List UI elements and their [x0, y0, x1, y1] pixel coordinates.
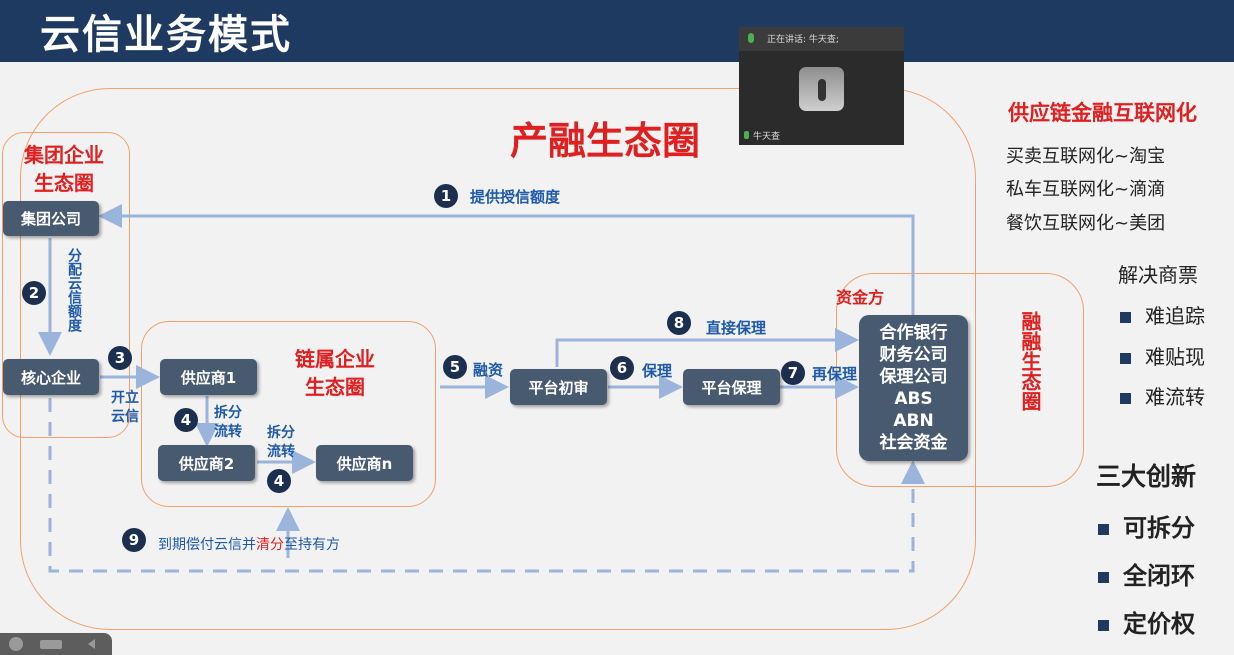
chain-ring-label: 链属企业 生态圈	[295, 347, 375, 399]
funder-item: 社会资金	[879, 433, 948, 453]
funder-item: 保理公司	[879, 367, 948, 387]
title-bar	[0, 0, 1234, 62]
square-bullet-icon	[1120, 353, 1131, 364]
avatar	[799, 67, 844, 111]
step-4b-badge: 4	[267, 469, 291, 493]
presentation-toolbar	[0, 633, 112, 655]
solve-item: 难流转	[1120, 381, 1205, 410]
funders-node: 合作银行 财务公司 保理公司 ABS ABN 社会资金	[859, 315, 968, 461]
right-item: 私车互联网化~滴滴	[1006, 179, 1166, 200]
step-9-label-pre: 到期偿付云信并	[158, 537, 256, 553]
supplier-1-node: 供应商1	[160, 359, 257, 395]
step-9-label: 到期偿付云信并清分至持有方	[158, 534, 340, 554]
step-8-badge: 8	[667, 311, 691, 335]
step-9-label-post: 至持有方	[284, 537, 340, 553]
supplier-2-node: 供应商2	[158, 445, 255, 481]
square-bullet-icon	[1120, 393, 1131, 404]
solve-heading: 解决商票	[1118, 263, 1198, 287]
step-4-label: 拆分流转	[214, 405, 242, 440]
platform-factoring-node: 平台保理	[683, 369, 780, 405]
step-1-badge: 1	[434, 184, 458, 208]
step-6-label: 保理	[642, 362, 673, 380]
platform-review-node: 平台初审	[510, 369, 607, 405]
group-ring	[2, 132, 130, 438]
emoji-icon[interactable]	[9, 637, 23, 651]
core-enterprise-node: 核心企业	[3, 359, 99, 395]
step-3-badge: 3	[108, 346, 132, 370]
step-1-label: 提供授信额度	[470, 188, 561, 206]
step-4-badge: 4	[174, 408, 198, 432]
video-tile[interactable]: 正在讲话: 牛天查; 牛天查	[739, 27, 904, 145]
step-8-label: 直接保理	[706, 319, 767, 337]
innovation-item: 可拆分	[1098, 508, 1195, 543]
mic-icon	[748, 33, 754, 43]
step-5-label: 融资	[473, 361, 504, 379]
right-heading: 供应链金融互联网化	[1008, 101, 1197, 125]
step-3-label: 开立云信	[111, 390, 139, 425]
participant-name: 牛天查	[753, 132, 781, 142]
supplier-n-node: 供应商n	[316, 445, 413, 481]
ecosystem-label: 产融生态圈	[510, 119, 701, 163]
funder-item: ABS	[894, 389, 933, 409]
step-2-badge: 2	[22, 281, 46, 305]
step-4b-label: 拆分流转	[267, 425, 295, 460]
step-2-label: 分配云信额度	[66, 248, 82, 332]
step-9-label-red: 清分	[256, 537, 284, 553]
funder-item: ABN	[893, 411, 934, 431]
step-5-badge: 5	[443, 355, 467, 379]
prev-icon[interactable]	[88, 639, 95, 649]
funder-label: 资金方	[836, 288, 885, 307]
square-bullet-icon	[1098, 619, 1109, 631]
innovation-item: 定价权	[1098, 604, 1195, 639]
solve-item: 难贴现	[1120, 341, 1205, 370]
chain-ring	[141, 321, 436, 507]
mic-small-icon	[744, 131, 749, 139]
innovation-heading: 三大创新	[1096, 462, 1197, 491]
group-ring-label: 集团企业 生态圈	[24, 143, 104, 195]
square-bullet-icon	[1098, 571, 1109, 583]
page-title: 云信业务模式	[40, 12, 292, 58]
more-icon[interactable]	[40, 640, 62, 649]
innovation-item: 全闭环	[1098, 556, 1195, 591]
speaking-bar	[739, 27, 904, 51]
finance-ring-label: 融融生态圈	[1018, 311, 1042, 411]
right-item: 买卖互联网化~淘宝	[1006, 146, 1166, 167]
step-9-badge: 9	[122, 528, 146, 552]
square-bullet-icon	[1098, 523, 1109, 535]
speaking-text: 正在讲话: 牛天查;	[767, 35, 839, 45]
group-company-node: 集团公司	[3, 201, 99, 236]
step-7-label: 再保理	[812, 365, 858, 383]
right-item: 餐饮互联网化~美团	[1006, 213, 1166, 234]
solve-item: 难追踪	[1120, 300, 1205, 329]
step-6-badge: 6	[610, 356, 634, 380]
funder-item: 财务公司	[879, 345, 948, 365]
square-bullet-icon	[1120, 312, 1131, 323]
step-7-badge: 7	[781, 361, 805, 385]
person-icon	[818, 79, 826, 101]
funder-item: 合作银行	[879, 323, 948, 343]
